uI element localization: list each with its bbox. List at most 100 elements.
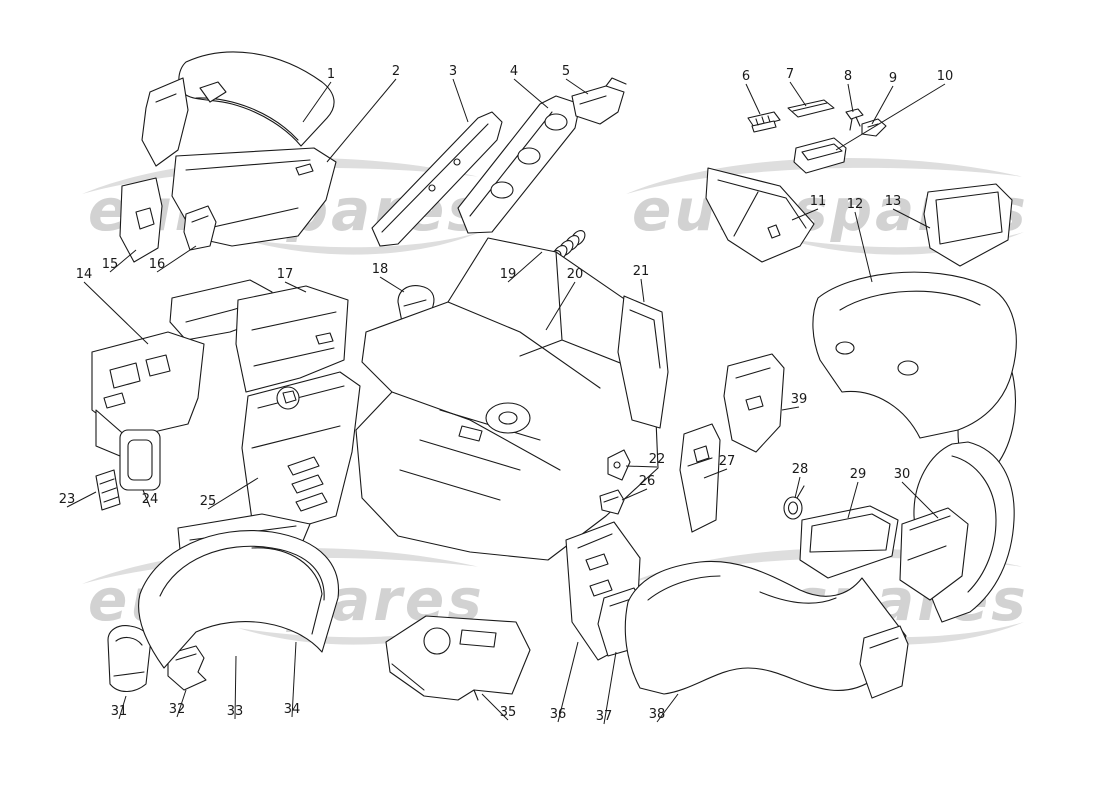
callout-leader-line (847, 481, 859, 519)
part-callout-14: 14 (76, 267, 149, 345)
callout-number: 23 (59, 492, 76, 507)
part-16-shape (183, 205, 217, 251)
part-20-shape (355, 237, 665, 561)
part-11-shape (705, 167, 815, 263)
callout-leader-line (871, 85, 894, 125)
part-callout-28: 28 (792, 462, 808, 499)
callout-leader-line (703, 468, 728, 479)
callout-leader-line (745, 83, 761, 115)
part-35-shape (385, 615, 531, 701)
callout-leader-line (118, 695, 127, 720)
part-callout-10: 10 (835, 69, 954, 151)
callout-number: 35 (500, 705, 517, 720)
part-callout-33: 33 (227, 655, 244, 720)
part-38-shape (624, 560, 909, 699)
callout-leader-line (847, 83, 854, 113)
callout-leader-line (234, 655, 237, 720)
callout-leader-line (545, 281, 576, 331)
watermark-swoosh (626, 157, 1022, 195)
part-callout-6: 6 (742, 69, 761, 115)
part-25-shape (241, 371, 361, 535)
part-callout-24: 24 (142, 489, 158, 508)
part-39-shape (723, 353, 785, 453)
part-callout-20: 20 (545, 267, 584, 331)
callout-number: 5 (562, 64, 570, 79)
part-callout-39: 39 (781, 392, 807, 411)
watermark-swoosh (82, 157, 478, 195)
part-30-shape (899, 441, 1015, 623)
part-13-shape (923, 183, 1013, 267)
callout-number: 21 (633, 264, 650, 279)
callout-number: 10 (937, 69, 954, 84)
callout-leader-line (156, 245, 197, 273)
callout-leader-line (835, 83, 946, 151)
part-24-shape (119, 429, 161, 491)
callout-leader-line (791, 208, 819, 221)
part-17-shape (235, 285, 349, 393)
part-22-shape (607, 449, 631, 481)
callout-number: 12 (847, 197, 864, 212)
callout-leader-line (892, 208, 931, 229)
callout-number: 33 (227, 704, 244, 719)
callout-number: 18 (372, 262, 389, 277)
part-1-shape (141, 51, 335, 167)
part-callout-8: 8 (844, 69, 854, 113)
part-26-shape (599, 489, 625, 515)
callout-number: 6 (742, 69, 750, 84)
callout-number: 25 (200, 494, 217, 509)
callout-leader-line (207, 477, 259, 510)
callout-number: 32 (169, 702, 186, 717)
part-15-shape (119, 177, 163, 263)
part-27-shape (679, 423, 721, 533)
callout-leader-line (176, 689, 187, 718)
part-callout-4: 4 (510, 64, 549, 109)
callout-leader-line (284, 281, 307, 293)
part-21-shape (617, 295, 669, 429)
part-callout-36: 36 (550, 641, 579, 723)
part-7-shape (787, 99, 835, 118)
callout-number: 1 (327, 67, 335, 82)
callout-number: 36 (550, 707, 567, 722)
callout-leader-line (326, 78, 397, 163)
part-12-shape (812, 271, 1017, 479)
callout-leader-line (379, 276, 405, 293)
part-callout-38: 38 (649, 693, 679, 723)
callout-number: 34 (284, 702, 301, 717)
callout-leader-line (565, 78, 589, 95)
part-3-shape (371, 111, 503, 247)
callout-leader-line (789, 81, 807, 107)
callout-leader-line (557, 641, 579, 723)
callout-number: 13 (885, 194, 902, 209)
part-32-shape (167, 645, 207, 691)
part-callout-15: 15 (102, 249, 137, 273)
callout-number: 2 (392, 64, 400, 79)
callout-number: 7 (786, 67, 794, 82)
part-callout-11: 11 (791, 194, 827, 221)
callout-leader-line (291, 641, 297, 718)
callout-number: 14 (76, 267, 93, 282)
part-10-shape (793, 137, 847, 174)
part-callout-2: 2 (326, 64, 400, 163)
part-6-shape (747, 111, 781, 133)
callout-leader-line (640, 278, 645, 303)
part-31-shape (107, 625, 151, 693)
callout-leader-line (481, 693, 509, 721)
part-29-shape (799, 505, 899, 579)
part-callout-27: 27 (703, 454, 735, 479)
part-callout-26: 26 (621, 474, 655, 501)
callout-leader-line (854, 211, 873, 283)
part-callout-16: 16 (149, 245, 197, 273)
callout-number: 17 (277, 267, 294, 282)
part-callout-34: 34 (284, 641, 301, 718)
callout-number: 22 (649, 452, 666, 467)
callout-number: 11 (810, 194, 827, 209)
callout-number: 20 (567, 267, 584, 282)
callout-leader-line (794, 476, 801, 499)
callout-number: 30 (894, 467, 911, 482)
callout-leader-line (142, 489, 151, 508)
part-callout-13: 13 (885, 194, 931, 229)
part-callout-30: 30 (894, 467, 939, 519)
callout-leader-line (625, 465, 658, 468)
